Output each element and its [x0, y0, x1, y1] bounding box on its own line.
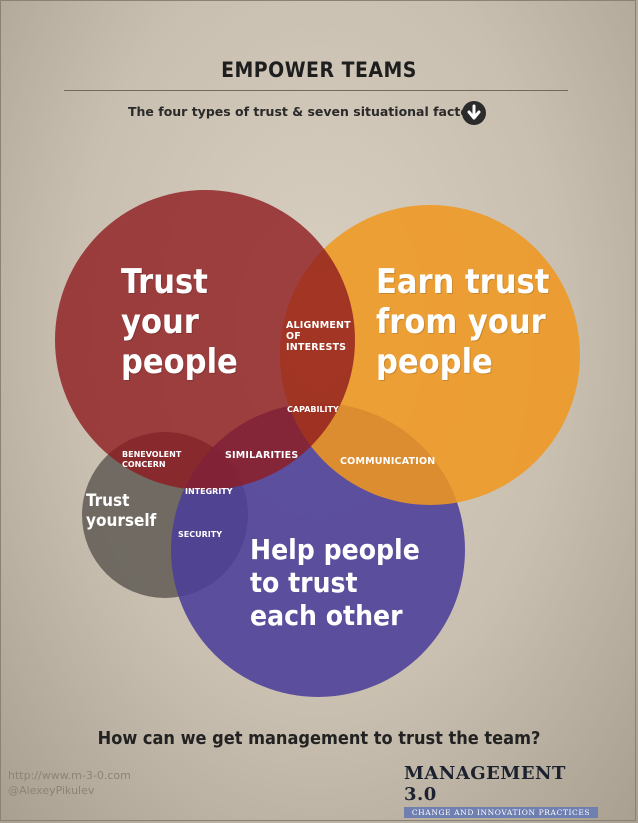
factor-communication: COMMUNICATION — [340, 456, 436, 467]
author-handle: @AlexeyPikulev — [8, 784, 95, 797]
closing-question: How can we get management to trust the t… — [97, 728, 541, 749]
label-help-people: Help people to trust each other — [250, 533, 420, 632]
factor-alignment-of-interests: ALIGNMENT OF INTERESTS — [286, 320, 351, 353]
arrow-down-circle-icon — [462, 101, 486, 125]
label-earn-trust: Earn trust from your people — [376, 262, 550, 382]
page-title: EMPOWER TEAMS — [221, 58, 417, 82]
author-credits: http://www.m-3-0.com @AlexeyPikulev — [8, 768, 131, 798]
website-link[interactable]: http://www.m-3-0.com — [8, 769, 131, 782]
factor-similarities: SIMILARITIES — [225, 450, 299, 461]
label-trust-your-people: Trust your people — [121, 262, 238, 382]
logo-tagline: CHANGE AND INNOVATION PRACTICES — [404, 807, 598, 818]
label-trust-yourself: Trust yourself — [86, 491, 157, 531]
factor-benevolent-concern: BENEVOLENT CONCERN — [122, 450, 182, 469]
circle-earn-trust — [280, 205, 580, 505]
factor-capability: CAPABILITY — [287, 405, 339, 414]
title-divider — [64, 90, 568, 91]
management-logo: MANAGEMENT 3.0 CHANGE AND INNOVATION PRA… — [404, 763, 604, 818]
page-subtitle: The four types of trust & seven situatio… — [128, 104, 483, 119]
circle-trust-your-people — [55, 190, 355, 490]
factor-security: SECURITY — [178, 530, 222, 539]
factor-integrity: INTEGRITY — [185, 487, 233, 496]
logo-title: MANAGEMENT 3.0 — [404, 763, 566, 805]
